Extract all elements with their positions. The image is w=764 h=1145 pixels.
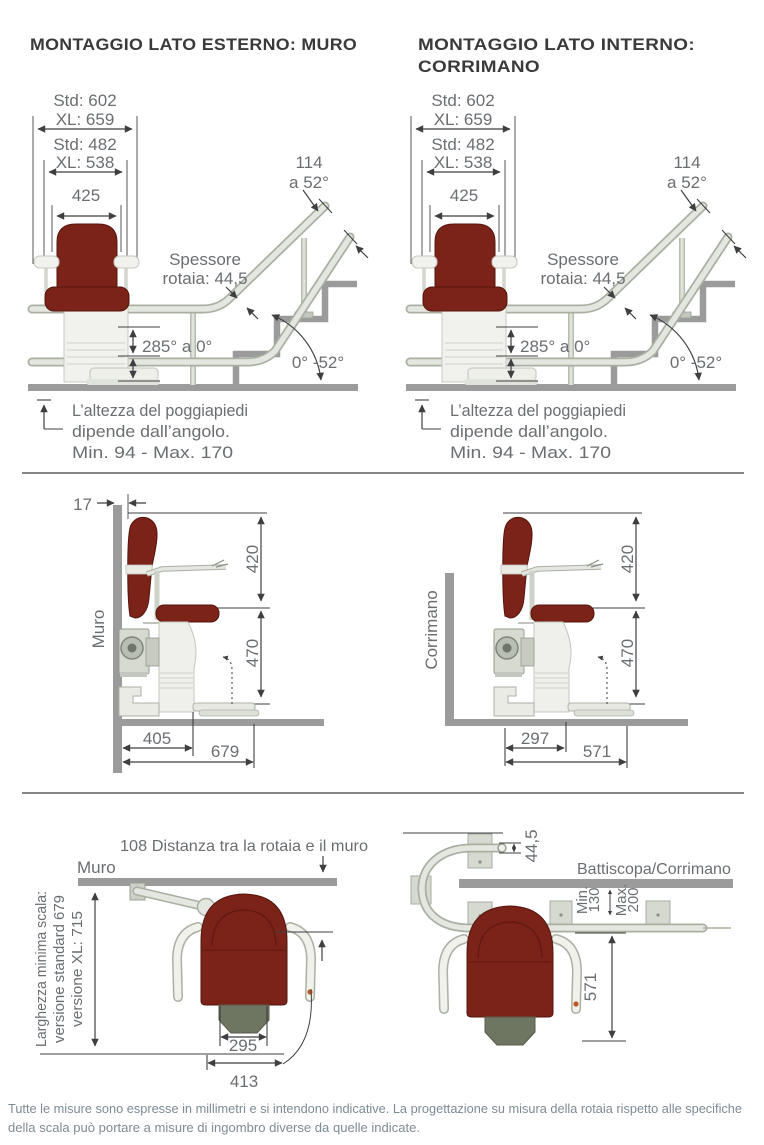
footer-disclaimer-line2: della scala può portare a misure di ingo… xyxy=(8,1120,420,1135)
wall-gap-label: 17 xyxy=(73,495,92,514)
rail-thickness-label: 44,5 xyxy=(522,829,541,862)
overall-depth-label: 571 xyxy=(583,742,611,761)
footrest-depth-label: 405 xyxy=(143,729,171,748)
min-label: Min. xyxy=(574,886,591,914)
handrail-label: Corrimano xyxy=(422,590,441,669)
overall-width-label: 413 xyxy=(230,1072,258,1091)
top-view-diagram-handrail: Battiscopa/Corrimano 44,5 Min. 130 Max. … xyxy=(403,829,733,1045)
rail-arm xyxy=(134,888,209,910)
right-section-title-line1: MONTAGGIO LATO INTERNO: xyxy=(418,35,695,54)
side-view-diagram-handrail: Corrimano 297 571 xyxy=(422,513,688,768)
min-max-gap-labels: Min. 130 Max. 200 xyxy=(574,884,642,917)
max-value: 200 xyxy=(625,887,642,912)
top-view-diagram-wall: 108 Distanza tra la rotaia e il muro Mur… xyxy=(33,838,368,1091)
floor-bar xyxy=(113,719,324,726)
wall-bar xyxy=(113,505,122,773)
right-section-title-line2: CORRIMANO xyxy=(418,57,540,76)
rail-end-cap xyxy=(497,843,507,853)
curved-rail-end xyxy=(417,843,731,933)
swivel-arc xyxy=(282,988,312,1065)
side-depth-label: 571 xyxy=(581,973,600,1001)
stair-width-label-line3: versione XL: 715 xyxy=(69,911,86,1027)
overall-depth-label: 679 xyxy=(211,742,239,761)
skirting-handrail-label: Battiscopa/Corrimano xyxy=(577,861,731,878)
wall-bar-top-view xyxy=(78,878,337,886)
min-value: 130 xyxy=(586,887,603,912)
skirting-bar xyxy=(459,879,733,888)
footrest-depth-label: 297 xyxy=(521,729,549,748)
rail-wall-distance-label: 108 Distanza tra la rotaia e il muro xyxy=(120,838,368,855)
wall-label: Muro xyxy=(77,858,116,877)
side-view-diagram-wall: 17 Muro 405 679 xyxy=(73,494,324,773)
wall-label: Muro xyxy=(89,610,108,649)
left-section-title: MONTAGGIO LATO ESTERNO: MURO xyxy=(30,35,357,54)
footrest-width-label: 295 xyxy=(229,1036,257,1055)
stair-width-label-line2: versione standard 679 xyxy=(51,895,68,1043)
handrail-bar xyxy=(445,573,454,721)
max-label: Max. xyxy=(613,884,630,917)
stair-width-label-line1: Larghezza minima scala: xyxy=(33,891,50,1047)
footer-disclaimer-line1: Tutte le misure sono espresse in millime… xyxy=(8,1101,742,1116)
